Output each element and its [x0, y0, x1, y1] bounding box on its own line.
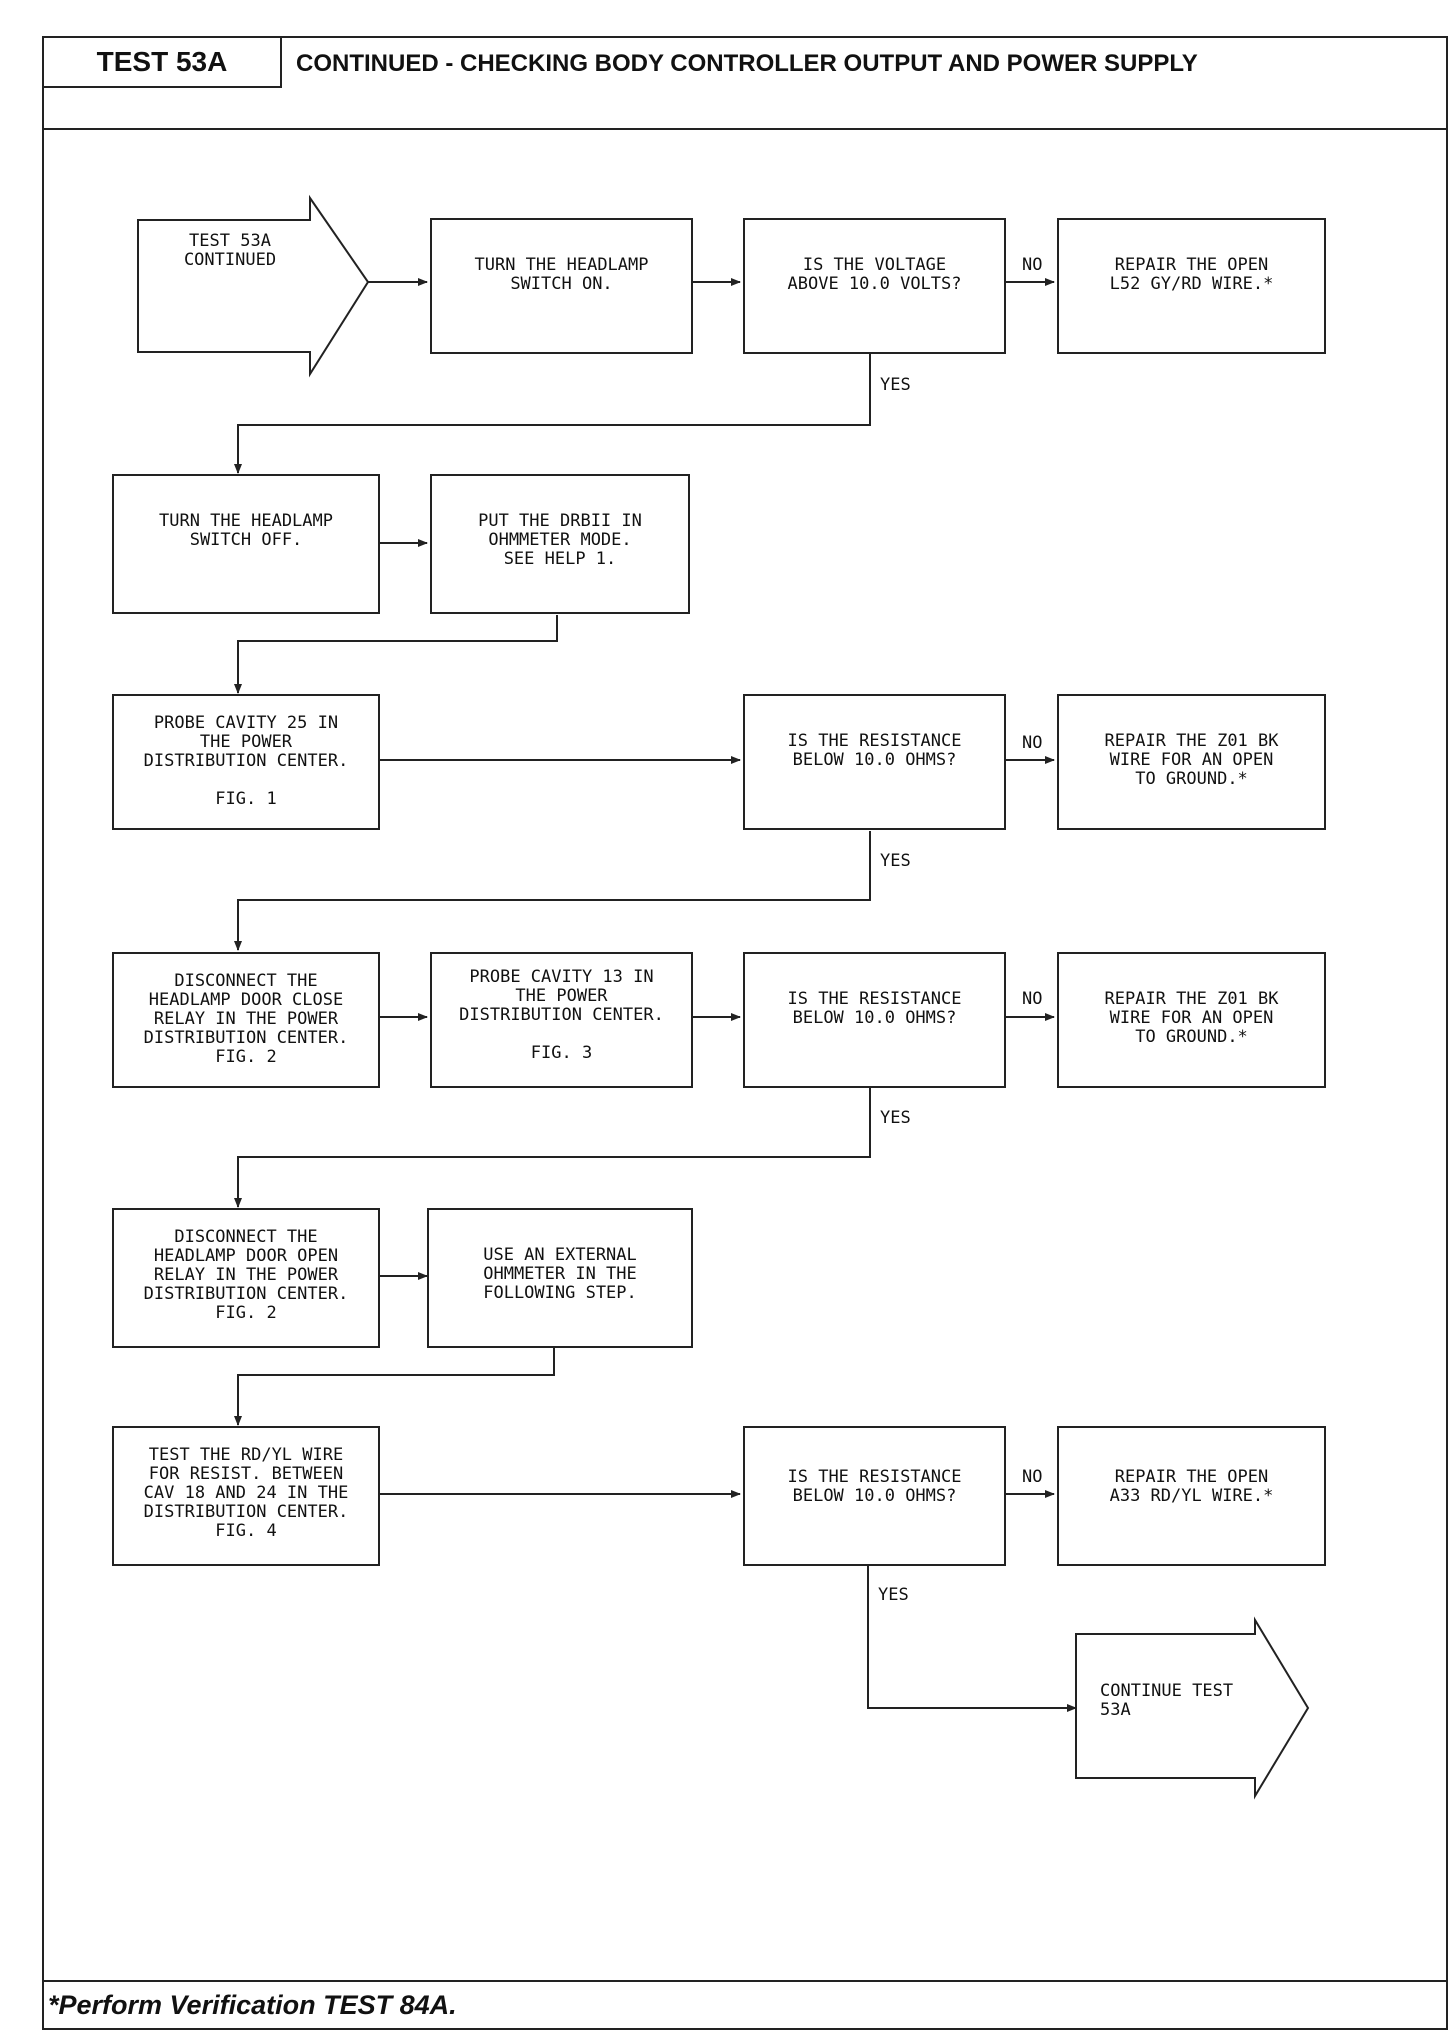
- question-resistance-3: IS THE RESISTANCE BELOW 10.0 OHMS?: [743, 1426, 1006, 1566]
- step-test-rd-yl-wire: TEST THE RD/YL WIRE FOR RESIST. BETWEEN …: [112, 1426, 380, 1566]
- label-no: NO: [1022, 1467, 1043, 1487]
- step-disconnect-open-relay: DISCONNECT THE HEADLAMP DOOR OPEN RELAY …: [112, 1208, 380, 1348]
- label-no: NO: [1022, 255, 1043, 275]
- step-disconnect-close-relay: DISCONNECT THE HEADLAMP DOOR CLOSE RELAY…: [112, 952, 380, 1088]
- action-repair-z01-1: REPAIR THE Z01 BK WIRE FOR AN OPEN TO GR…: [1057, 694, 1326, 830]
- question-voltage: IS THE VOLTAGE ABOVE 10.0 VOLTS?: [743, 218, 1006, 354]
- test-id: TEST 53A: [44, 38, 282, 88]
- footer-divider: [42, 1980, 1448, 1982]
- page-title: CONTINUED - CHECKING BODY CONTROLLER OUT…: [296, 50, 1198, 77]
- action-repair-l52: REPAIR THE OPEN L52 GY/RD WIRE.*: [1057, 218, 1326, 354]
- label-yes: YES: [880, 851, 911, 871]
- question-resistance-1: IS THE RESISTANCE BELOW 10.0 OHMS?: [743, 694, 1006, 830]
- label-no: NO: [1022, 733, 1043, 753]
- label-yes: YES: [880, 375, 911, 395]
- end-label: CONTINUE TEST 53A: [1100, 1681, 1234, 1720]
- step-probe-cavity-25: PROBE CAVITY 25 IN THE POWER DISTRIBUTIO…: [112, 694, 380, 830]
- step-external-ohmmeter: USE AN EXTERNAL OHMMETER IN THE FOLLOWIN…: [427, 1208, 693, 1348]
- end-arrow-shape: [1075, 1616, 1310, 1800]
- page-frame: [42, 36, 1448, 2030]
- label-yes: YES: [878, 1585, 909, 1605]
- label-no: NO: [1022, 989, 1043, 1009]
- step-headlamp-on: TURN THE HEADLAMP SWITCH ON.: [430, 218, 693, 354]
- step-probe-cavity-13: PROBE CAVITY 13 IN THE POWER DISTRIBUTIO…: [430, 952, 693, 1088]
- action-repair-z01-2: REPAIR THE Z01 BK WIRE FOR AN OPEN TO GR…: [1057, 952, 1326, 1088]
- question-resistance-2: IS THE RESISTANCE BELOW 10.0 OHMS?: [743, 952, 1006, 1088]
- step-headlamp-off: TURN THE HEADLAMP SWITCH OFF.: [112, 474, 380, 614]
- header-divider: [42, 128, 1448, 130]
- action-repair-a33: REPAIR THE OPEN A33 RD/YL WIRE.*: [1057, 1426, 1326, 1566]
- label-yes: YES: [880, 1108, 911, 1128]
- start-arrow-shape: [137, 194, 370, 378]
- verification-footnote: *Perform Verification TEST 84A.: [48, 1989, 457, 2020]
- start-label: TEST 53A CONTINUED: [183, 231, 277, 270]
- step-drbii-ohmmeter: PUT THE DRBII IN OHMMETER MODE. SEE HELP…: [430, 474, 690, 614]
